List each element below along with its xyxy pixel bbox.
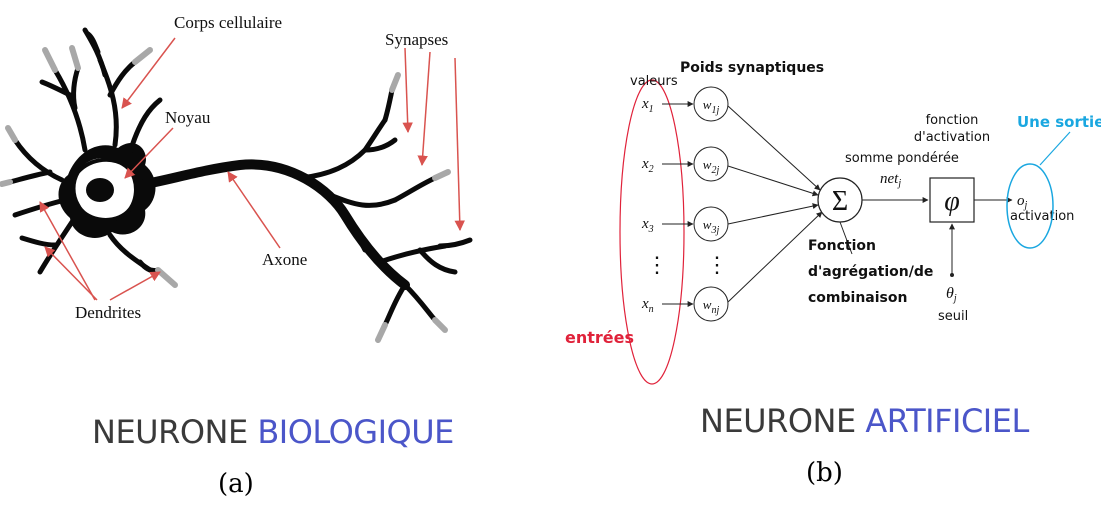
label-fonction-agregation-3: combinaison <box>808 290 907 306</box>
title-part-neurone: NEURONE <box>92 413 257 451</box>
weight-nodes <box>694 87 728 321</box>
threshold-dot <box>950 273 954 277</box>
label-axone: Axone <box>262 250 307 269</box>
activation-phi: φ <box>944 186 960 217</box>
label-synapses: Synapses <box>385 30 448 49</box>
input-x3: x3 <box>641 216 654 235</box>
biological-neuron-panel: Corps cellulaire Noyau Synapses Axone De… <box>2 13 470 499</box>
caption-a: (a) <box>218 469 254 499</box>
input-x2: x2 <box>641 156 654 175</box>
label-fonction: fonction <box>926 113 979 128</box>
title-part-biologique: BIOLOGIQUE <box>257 413 454 451</box>
label-theta-j: θj <box>946 285 957 304</box>
input-labels: x1 x2 x3 xn <box>641 96 654 315</box>
output-callout-line <box>1040 132 1070 165</box>
label-corps-cellulaire: Corps cellulaire <box>174 13 282 32</box>
title-part-artificiel: ARTIFICIEL <box>865 402 1029 440</box>
label-fonction-agregation-2: d'agrégation/de <box>808 264 933 280</box>
label-entrees: entrées <box>565 328 634 347</box>
label-fonction-agregation-1: Fonction <box>808 238 876 254</box>
input-xn: xn <box>641 296 654 315</box>
label-poids-synaptiques: Poids synaptiques <box>680 60 824 76</box>
label-noyau: Noyau <box>165 108 211 127</box>
input-x1: x1 <box>641 96 654 115</box>
nucleus <box>86 178 114 202</box>
label-dendrites: Dendrites <box>75 303 141 322</box>
vdots-weights: ⋮ <box>706 252 728 277</box>
label-activation-fn: d'activation <box>914 130 990 145</box>
axon-terminals <box>300 90 470 325</box>
label-somme-ponderee: somme pondérée <box>845 151 959 166</box>
title-part-neurone-b: NEURONE <box>700 402 865 440</box>
caption-b: (b) <box>806 458 843 488</box>
artificial-neuron-panel: entrées Poids synaptiques valeurs x1 x2 … <box>565 60 1101 488</box>
label-activation: activation <box>1010 209 1074 224</box>
label-net-j: netj <box>880 171 901 189</box>
sum-symbol: Σ <box>832 186 848 217</box>
weight-labels: w1j w2j w3j wnj <box>703 97 720 316</box>
label-valeurs: valeurs <box>630 74 678 89</box>
title-neurone-artificiel: NEURONE ARTIFICIEL <box>700 402 1029 440</box>
label-une-sortie: Une sortie <box>1017 113 1101 131</box>
output-ellipse <box>1007 164 1053 248</box>
vdots-inputs: ⋮ <box>646 252 668 277</box>
label-seuil: seuil <box>938 309 968 324</box>
title-neurone-biologique: NEURONE BIOLOGIQUE <box>92 413 454 451</box>
